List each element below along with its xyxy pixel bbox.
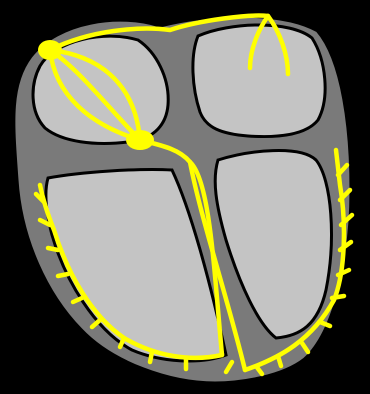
purkinje-twig-right-3 (48, 248, 58, 250)
av-node (126, 130, 154, 150)
left-atrium (193, 25, 325, 137)
purkinje-twig-left-6 (332, 296, 344, 298)
sa-node (38, 40, 62, 60)
purkinje-twig-left-9 (278, 356, 281, 366)
purkinje-twig-right-8 (150, 352, 152, 362)
purkinje-twig-right-4 (58, 274, 68, 276)
